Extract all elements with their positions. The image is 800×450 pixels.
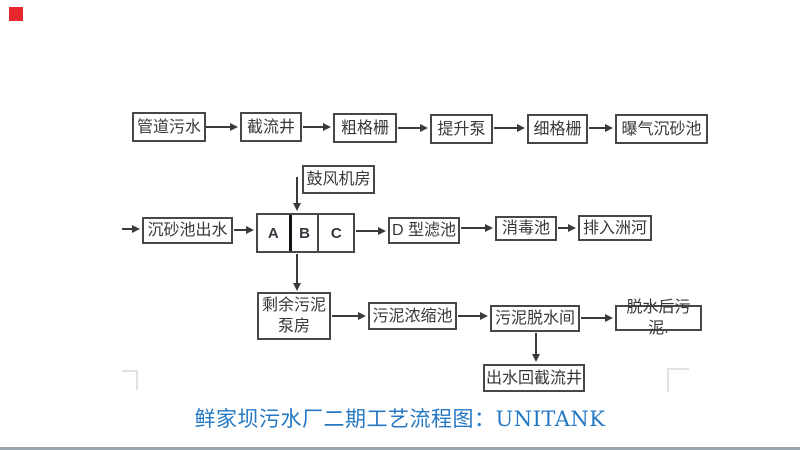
arrowhead	[358, 312, 366, 320]
node-fine-screen: 细格栅	[527, 114, 588, 144]
node-label: 粗格栅	[340, 119, 389, 137]
flow-arrow-down	[293, 254, 301, 291]
flow-arrow-right	[581, 314, 613, 322]
node-label: 提升泵	[437, 120, 486, 138]
arrowhead	[480, 312, 488, 320]
unitank-cell-c: C	[330, 224, 342, 242]
arrowhead	[605, 314, 613, 322]
arrowhead	[532, 354, 540, 362]
arrowhead	[323, 123, 331, 131]
unitank-cell-b: B	[292, 215, 320, 251]
arrowhead	[293, 283, 301, 291]
flow-arrow-right	[461, 224, 493, 232]
text-boundary-corner-mark	[667, 368, 689, 392]
arrowhead	[485, 224, 493, 232]
flow-arrow-right	[458, 312, 488, 320]
flow-arrow-right	[303, 123, 331, 131]
arrowhead	[378, 227, 386, 235]
node-label: 消毒池	[501, 220, 550, 237]
node-discharge-to-zhou-river: 排入洲河	[578, 215, 652, 241]
node-interception-well: 截流井	[240, 112, 302, 142]
node-disinfection-tank: 消毒池	[495, 216, 557, 241]
bottom-border-bar	[0, 447, 800, 450]
arrowhead	[230, 123, 238, 131]
node-d-type-filter: D 型滤池	[388, 217, 460, 244]
node-label: D 型滤池	[391, 222, 456, 239]
unitank-cell-a: A	[258, 215, 292, 251]
flow-arrow-right	[332, 312, 366, 320]
flow-arrow-right	[558, 224, 576, 232]
node-label: 剩余污泥 泵房	[261, 297, 326, 335]
flow-arrow-right	[234, 226, 254, 234]
flow-arrow-right	[589, 124, 613, 132]
node-label: 污泥脱水间	[494, 310, 575, 327]
node-aerated-grit-chamber: 曝气沉砂池	[615, 114, 708, 144]
node-sludge-thickening-tank: 污泥浓缩池	[368, 302, 457, 330]
flow-arrow-down	[532, 333, 540, 362]
node-label: 出水回截流井	[485, 369, 582, 387]
node-label: 沉砂池出水	[147, 222, 228, 239]
flow-arrow-down	[293, 177, 301, 211]
arrowhead	[246, 226, 254, 234]
node-grit-chamber-outflow: 沉砂池出水	[142, 217, 233, 244]
arrowhead	[568, 224, 576, 232]
node-label: 截流井	[246, 118, 295, 136]
flow-arrow-right	[494, 124, 525, 132]
caption-title: 鲜家坝污水厂二期工艺流程图：UNITANK	[194, 407, 606, 431]
node-label: 曝气沉砂池	[621, 120, 702, 138]
node-label: 脱水后污泥.	[626, 299, 691, 337]
node-label: 排入洲河	[582, 219, 647, 237]
flow-arrow-right	[356, 227, 386, 235]
red-marker-square	[9, 7, 23, 21]
arrowhead	[517, 124, 525, 132]
node-lift-pump: 提升泵	[430, 114, 493, 144]
flow-arrow-right	[398, 124, 428, 132]
flow-arrow-right	[122, 225, 140, 233]
flow-arrow-right	[206, 123, 238, 131]
text-boundary-corner-mark	[122, 370, 138, 390]
node-pipeline-sewage: 管道污水	[132, 112, 206, 142]
arrowhead	[132, 225, 140, 233]
arrowhead	[293, 203, 301, 211]
node-label: 鼓风机房	[306, 171, 371, 188]
node-dewatered-sludge: 脱水后污泥.	[615, 299, 702, 337]
node-label: 污泥浓缩池	[372, 307, 453, 325]
node-label: 管道污水	[136, 118, 201, 136]
node-blower-room: 鼓风机房	[302, 165, 375, 194]
node-sludge-dewatering-room: 污泥脱水间	[490, 305, 580, 332]
node-label: 细格栅	[533, 120, 582, 138]
node-surplus-sludge-pump-room: 剩余污泥 泵房	[257, 292, 331, 340]
node-coarse-screen: 粗格栅	[333, 113, 397, 143]
arrowhead	[420, 124, 428, 132]
node-outflow-return-interception-well: 出水回截流井	[483, 364, 585, 392]
arrowhead	[605, 124, 613, 132]
